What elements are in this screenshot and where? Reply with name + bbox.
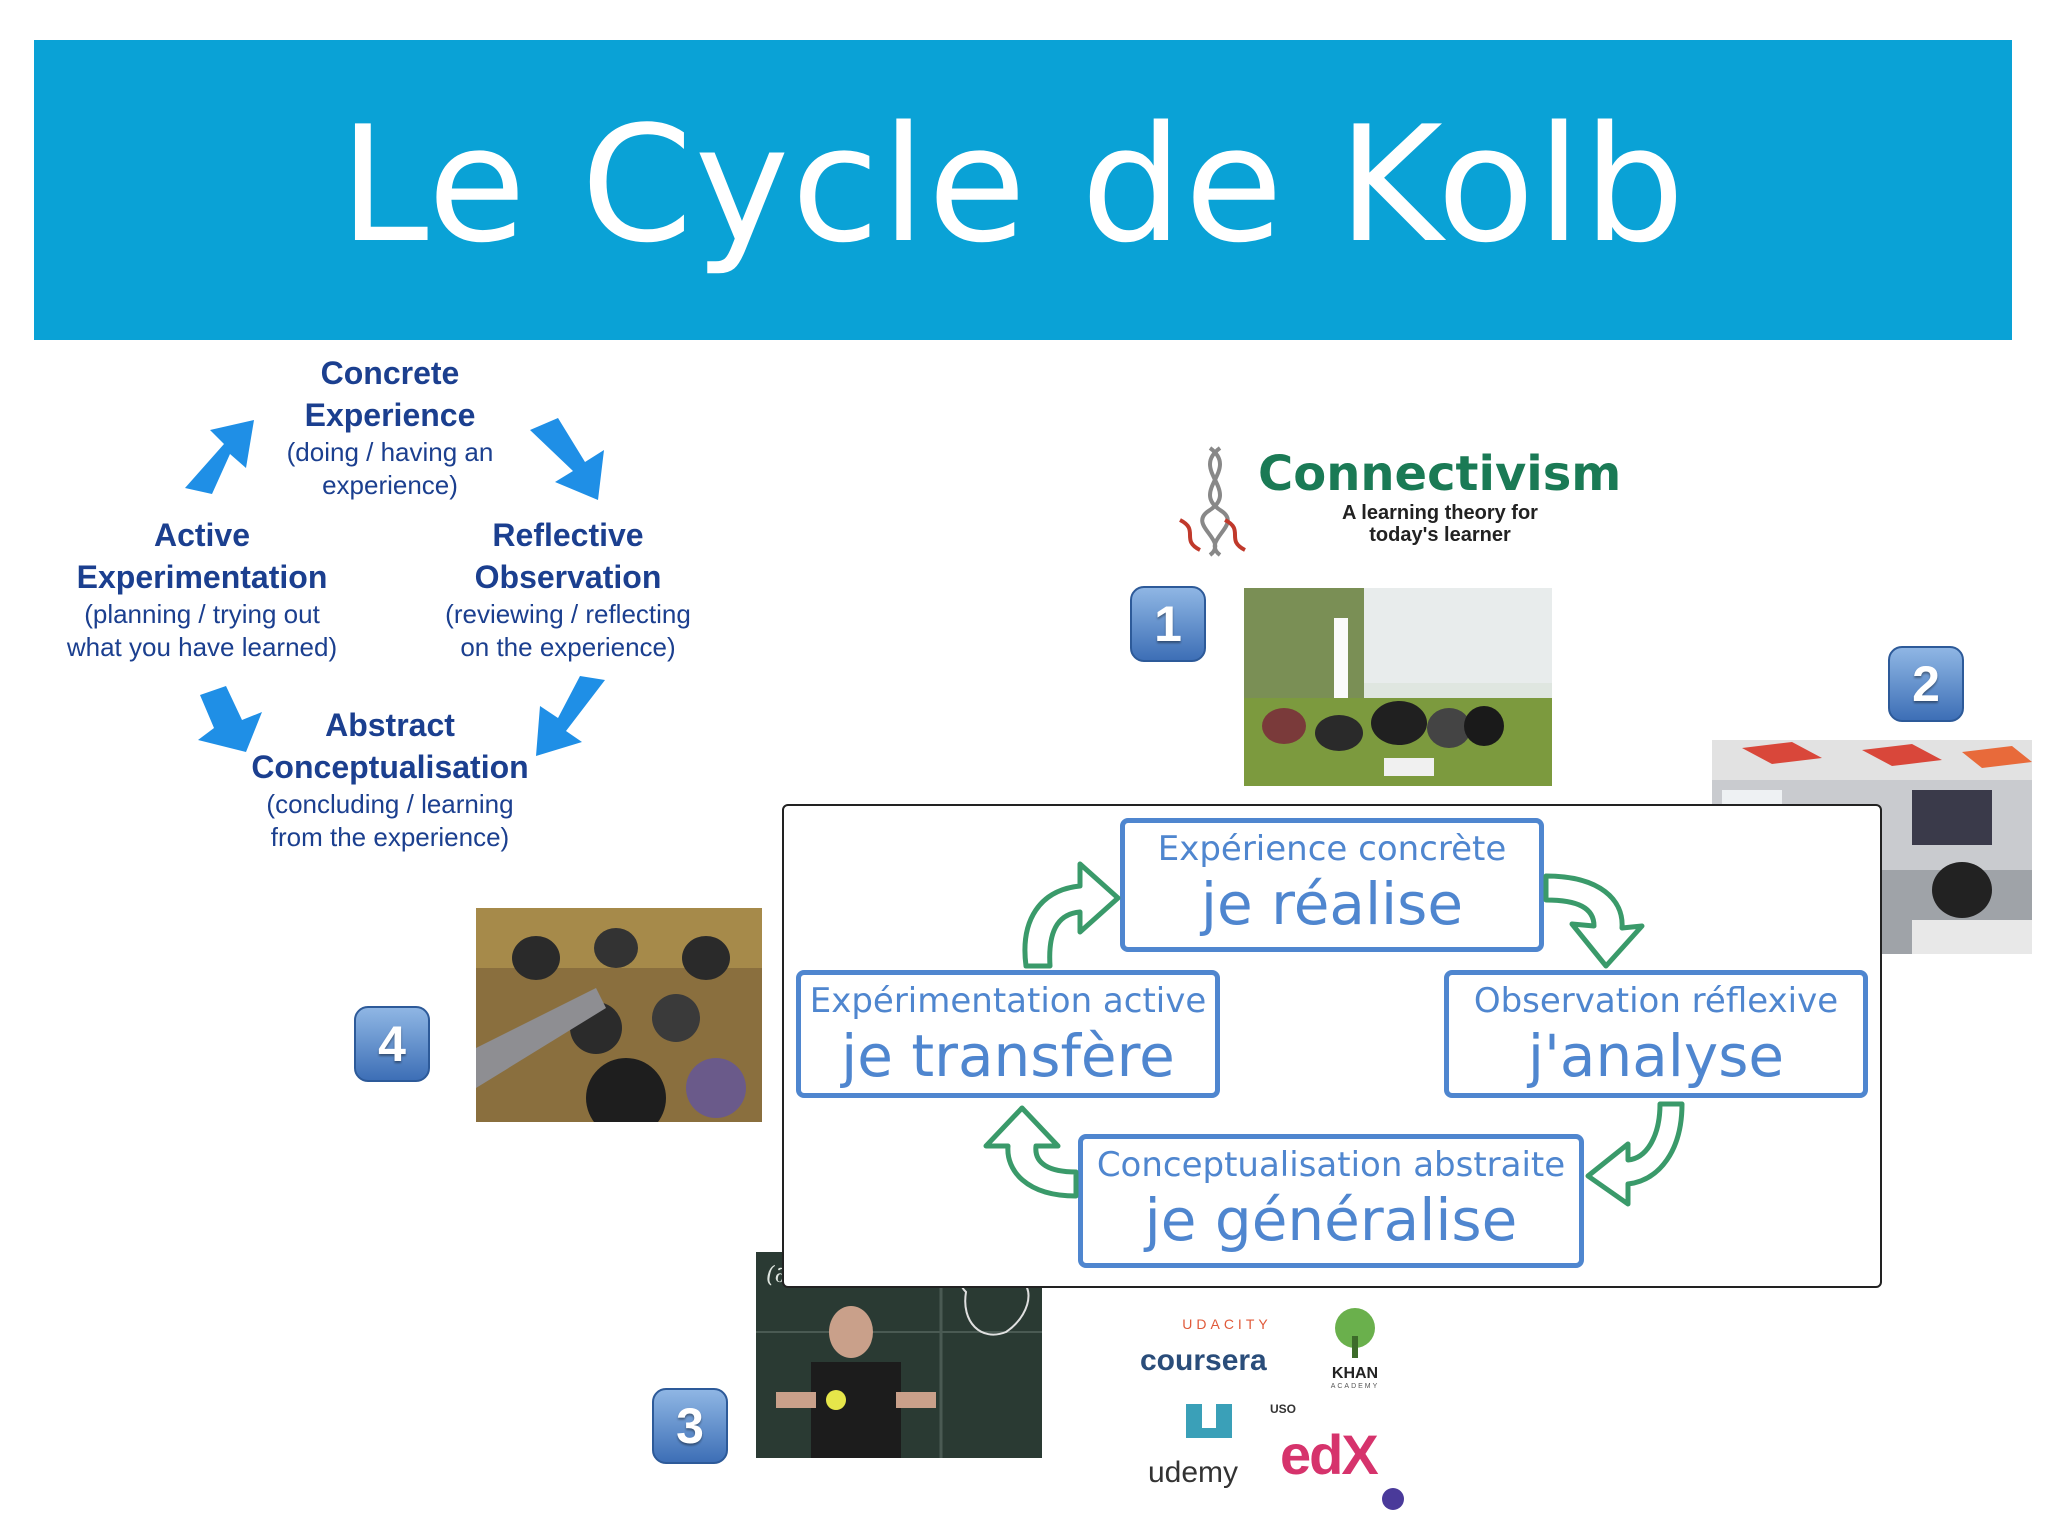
kolb-en-active: Active Experimentation (planning / tryin… <box>52 514 352 664</box>
connectivism-tagline-2: today's learner <box>1369 524 1511 546</box>
photo-lecture-hall <box>476 908 762 1122</box>
kolb-fr-top-label: Expérience concrète <box>1157 829 1507 869</box>
kolb-en-reflective: Reflective Observation (reviewing / refl… <box>430 514 706 664</box>
arrow-fr-top-right <box>1543 873 1645 969</box>
edx-logo: edX <box>1280 1423 1379 1486</box>
khan-name: KHAN <box>1331 1365 1379 1382</box>
arrow-fr-left-top <box>1022 861 1121 969</box>
badge-4: 4 <box>354 1006 430 1082</box>
kolb-fr-left-label: Expérimentation active <box>809 981 1207 1021</box>
dna-icon <box>1178 446 1247 557</box>
kolb-fr-bottom: Conceptualisation abstraite je généralis… <box>1078 1134 1584 1268</box>
kolb-en-active-desc-2: what you have learned) <box>66 632 338 662</box>
connectivism-logo: Connectivism A learning theory for today… <box>1170 440 1621 560</box>
kolb-en-reflective-title-1: Reflective <box>492 517 644 553</box>
connectivism-tagline-1: A learning theory for <box>1342 502 1538 524</box>
kolb-fr-right: Observation réflexive j'analyse <box>1444 970 1868 1098</box>
kolb-fr-top: Expérience concrète je réalise <box>1120 818 1544 952</box>
kolb-fr-left: Expérimentation active je transfère <box>796 970 1220 1098</box>
kolb-en-abstract: Abstract Conceptualisation (concluding /… <box>228 704 552 854</box>
kolb-en-abstract-desc-2: from the experience) <box>270 822 510 852</box>
kolb-en-concrete-desc-1: (doing / having an <box>286 437 494 467</box>
arrow-en-top-left <box>185 420 254 494</box>
arrow-en-bottom-left <box>198 686 262 752</box>
kolb-fr-bottom-label: Conceptualisation abstraite <box>1096 1145 1566 1185</box>
kolb-en-arrows <box>185 418 605 756</box>
kolb-fr-left-verb: je transfère <box>841 1022 1175 1090</box>
tree-icon <box>1335 1308 1375 1358</box>
kolb-en-concrete-title-2: Experience <box>304 397 476 433</box>
badge-1: 1 <box>1130 586 1206 662</box>
arrow-en-bottom-right <box>536 676 605 756</box>
kolb-en-active-title-1: Active <box>153 517 251 553</box>
kolb-en-abstract-title-2: Conceptualisation <box>251 749 529 785</box>
badge-3: 3 <box>652 1388 728 1464</box>
kolb-en-concrete-title-1: Concrete <box>320 355 460 391</box>
arrow-fr-right-bottom <box>1585 1101 1685 1207</box>
arrow-fr-bottom-left <box>983 1105 1079 1199</box>
kolb-en-active-desc-1: (planning / trying out <box>84 599 320 629</box>
kolb-en-concrete-desc-2: experience) <box>322 470 458 500</box>
kolb-fr-right-verb: j'analyse <box>1527 1022 1785 1090</box>
coursera-logo: coursera <box>1140 1344 1267 1377</box>
kolb-en-abstract-desc-1: (concluding / learning <box>266 789 514 819</box>
udemy-logo: udemy <box>1148 1456 1239 1489</box>
title-bar: Le Cycle de Kolb <box>34 40 2012 340</box>
kolb-en-concrete: Concrete Experience (doing / having an e… <box>260 352 520 502</box>
kolb-fr-right-label: Observation réflexive <box>1473 981 1839 1021</box>
udemy-mark-icon <box>1186 1404 1232 1438</box>
khan-sub: ACADEMY <box>1330 1383 1380 1390</box>
udacity-logo: UDACITY <box>1182 1316 1272 1332</box>
kolb-en-reflective-desc-1: (reviewing / reflecting <box>445 599 691 629</box>
kolb-en-active-title-2: Experimentation <box>76 559 328 595</box>
kolb-fr-top-verb: je réalise <box>1200 870 1464 938</box>
kolb-en-abstract-title-1: Abstract <box>325 707 455 743</box>
globe-icon <box>1382 1488 1404 1510</box>
kolb-en-reflective-desc-2: on the experience) <box>460 632 676 662</box>
arrow-en-top-right <box>530 418 604 500</box>
photo-students-outdoor <box>1244 588 1552 786</box>
badge-2: 2 <box>1888 646 1964 722</box>
slide-title: Le Cycle de Kolb <box>339 90 1687 278</box>
kolb-fr-bottom-verb: je généralise <box>1144 1186 1518 1254</box>
uso-logo: USO <box>1270 1402 1297 1416</box>
khan-logo: KHAN ACADEMY <box>1320 1306 1390 1390</box>
kolb-en-reflective-title-2: Observation <box>474 559 662 595</box>
connectivism-name: Connectivism <box>1258 446 1622 502</box>
